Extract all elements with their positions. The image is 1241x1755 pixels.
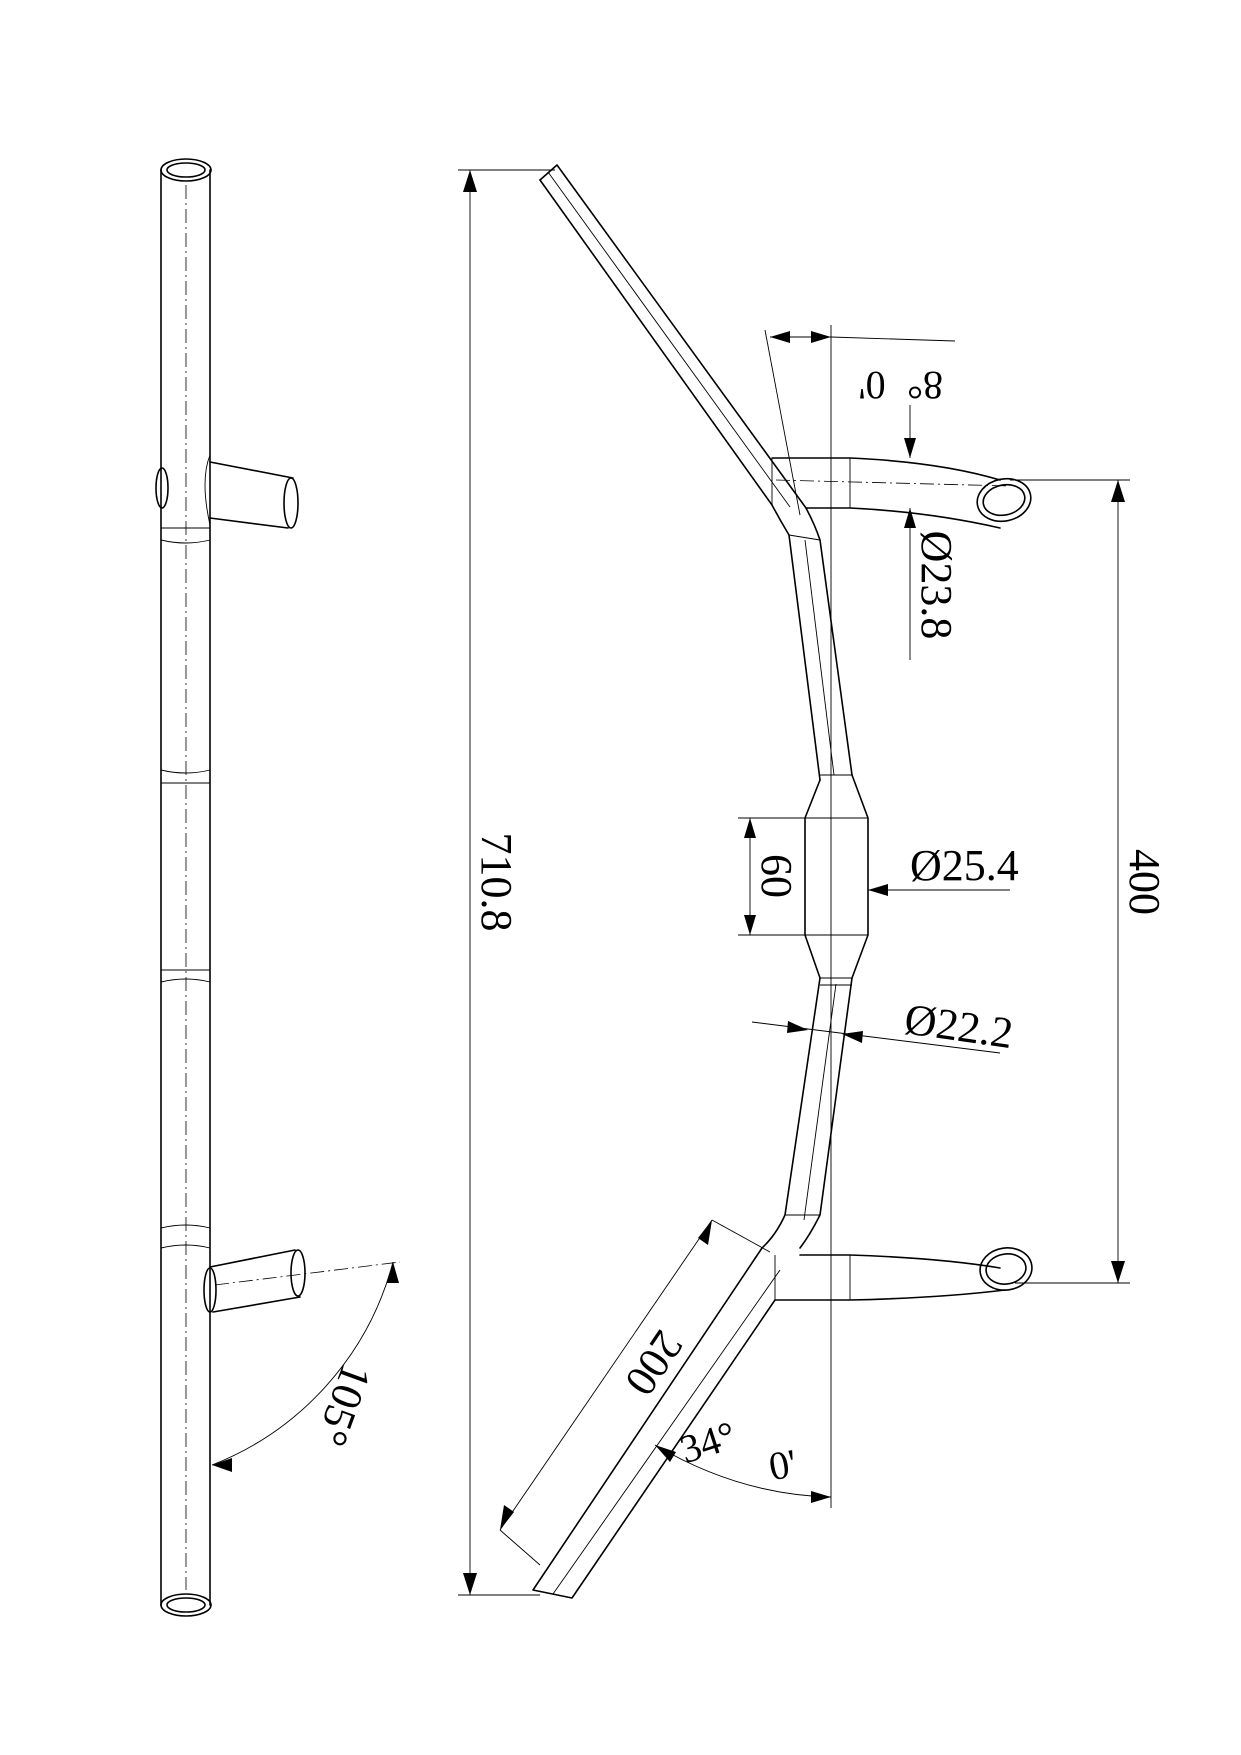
- tilt-angle-degrees: 8°: [907, 363, 943, 408]
- center-length-label: 60: [752, 854, 801, 898]
- grip-diameter-label: Ø22.2: [902, 994, 1017, 1058]
- front-view: 710.8 400 60 Ø25.4 Ø22.2 Ø23.8: [458, 164, 1169, 1599]
- overall-height-label: 710.8: [472, 833, 521, 932]
- arm-length-label: 200: [615, 1322, 693, 1404]
- side-view: 105°: [155, 158, 401, 1617]
- mount-diameter-label: Ø23.8: [912, 531, 961, 640]
- arm-angle-minutes: 0': [765, 1440, 800, 1489]
- tilt-angle-minutes: 0': [858, 363, 885, 408]
- arm-angle-degrees: 34°: [674, 1412, 741, 1472]
- center-diameter-label: Ø25.4: [910, 841, 1019, 890]
- side-angle-label: 105°: [306, 1357, 381, 1452]
- mount-spacing-label: 400: [1120, 849, 1169, 915]
